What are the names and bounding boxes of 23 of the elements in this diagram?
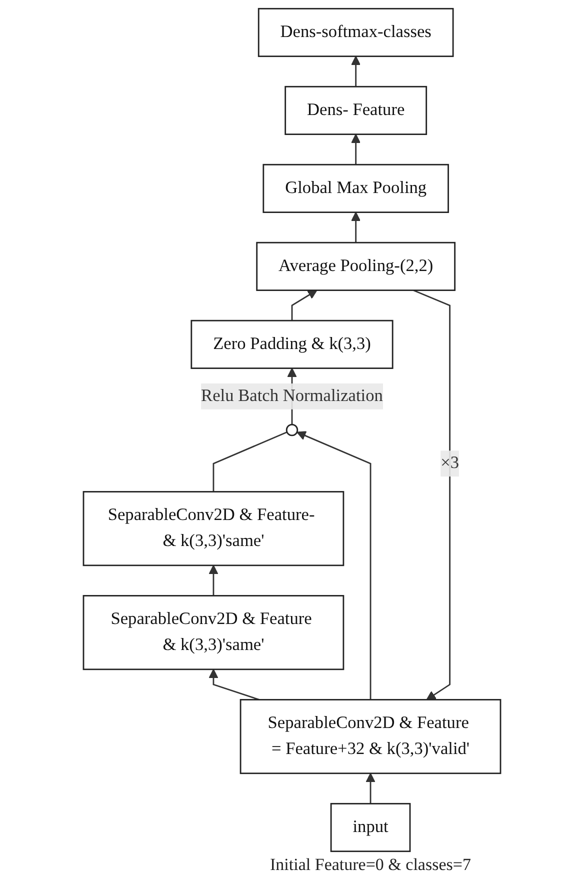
arrow [366, 772, 376, 804]
node-box: Global Max Pooling [262, 164, 449, 213]
node-box: Zero Padding & k(3,3) [190, 320, 394, 369]
node-caption: Initial Feature=0 & classes=7 [270, 855, 471, 876]
arrow [291, 290, 318, 321]
node-box: SeparableConv2D & Feature & k(3,3)'same' [82, 595, 344, 670]
arrow [412, 290, 450, 700]
node-box: Dens-softmax-classes [258, 8, 454, 58]
edge-label: Relu Batch Normalization [201, 386, 383, 406]
node-box: input [330, 802, 411, 852]
arrow [208, 564, 218, 596]
node-box: Average Pooling-(2,2) [256, 242, 456, 291]
edge-label: ×3 [440, 454, 460, 472]
node-circle [286, 424, 298, 436]
arrow [296, 431, 372, 700]
node-box: Dens- Feature [284, 86, 428, 136]
arrow [351, 134, 361, 165]
arrow [208, 668, 260, 700]
node-box: SeparableConv2D & Feature = Feature+32 & k(3,3)'valid' [240, 699, 502, 774]
arrow [351, 212, 361, 243]
connector [212, 431, 288, 492]
node-box: SeparableConv2D & Feature- & k(3,3)'same' [82, 491, 344, 566]
arrow [351, 56, 361, 87]
